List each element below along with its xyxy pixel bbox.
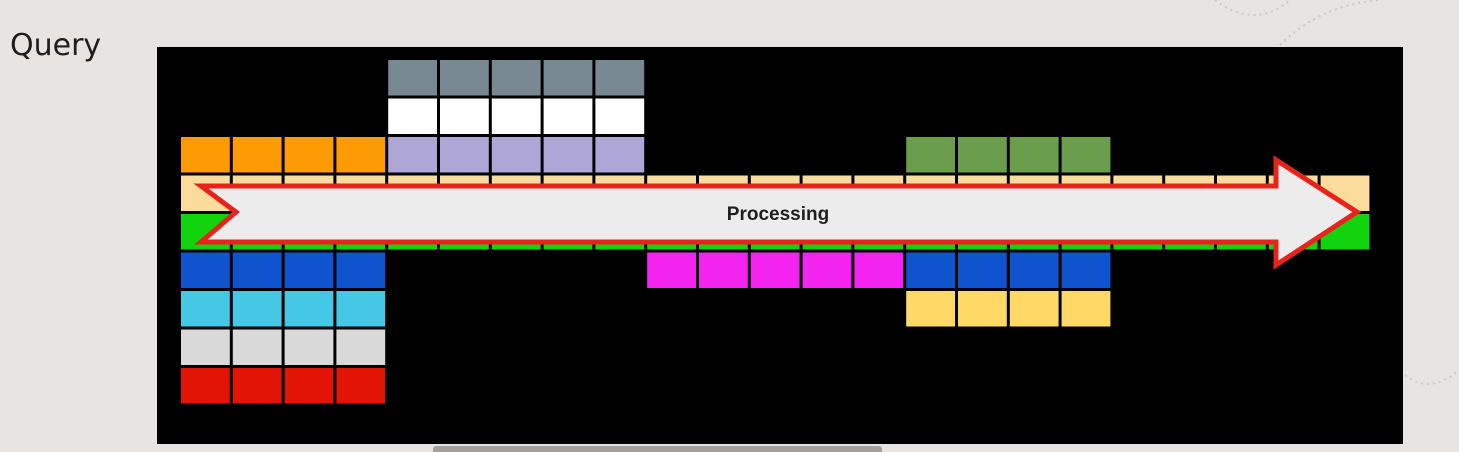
cell-lavender	[491, 137, 541, 173]
cell-slate	[388, 60, 437, 96]
cell-yellow	[906, 291, 955, 327]
cell-blue	[284, 252, 334, 288]
cell-lavender	[595, 137, 645, 173]
cell-cyan	[336, 291, 386, 327]
cell-yellow	[1061, 291, 1111, 327]
cell-cyan	[284, 291, 334, 327]
cell-orange	[232, 137, 282, 173]
cell-blue	[232, 252, 282, 288]
cell-lavender	[543, 137, 593, 173]
arrow-shape	[193, 155, 1362, 270]
processing-arrow: Processing	[193, 155, 1362, 270]
cell-lightgray	[181, 329, 230, 365]
cell-olive	[958, 137, 1007, 173]
cell-blue	[336, 252, 386, 288]
cell-blue	[181, 252, 230, 288]
cell-magenta	[750, 252, 800, 288]
cell-white	[595, 98, 645, 134]
cell-lavender	[440, 137, 489, 173]
cell-blue	[1009, 252, 1059, 288]
cell-orange	[181, 137, 230, 173]
cell-lightgray	[284, 329, 334, 365]
cell-white	[491, 98, 541, 134]
cell-orange	[284, 137, 334, 173]
cell-red	[284, 368, 334, 404]
cell-magenta	[802, 252, 852, 288]
cell-red	[232, 368, 282, 404]
cell-slate	[595, 60, 645, 96]
slide-title: Query	[10, 28, 102, 63]
cell-lavender	[388, 137, 437, 173]
cell-blue	[958, 252, 1007, 288]
cell-magenta	[647, 252, 696, 288]
cell-olive	[906, 137, 955, 173]
cell-lightgray	[232, 329, 282, 365]
cell-yellow	[958, 291, 1007, 327]
cell-white	[388, 98, 437, 134]
cell-magenta	[854, 252, 904, 288]
cell-slate	[543, 60, 593, 96]
cell-blue	[906, 252, 955, 288]
cell-white	[543, 98, 593, 134]
cell-olive	[1061, 137, 1111, 173]
cell-blue	[1061, 252, 1111, 288]
cell-red	[336, 368, 386, 404]
cell-cyan	[181, 291, 230, 327]
cell-red	[181, 368, 230, 404]
arrow-label: Processing	[727, 204, 829, 225]
cell-yellow	[1009, 291, 1059, 327]
cell-white	[440, 98, 489, 134]
decorative-dotted-pattern	[1214, 0, 1459, 385]
horizontal-scrollbar[interactable]	[433, 446, 882, 452]
cell-slate	[440, 60, 489, 96]
cell-cyan	[232, 291, 282, 327]
cell-olive	[1009, 137, 1059, 173]
cell-slate	[491, 60, 541, 96]
cell-magenta	[699, 252, 748, 288]
cell-orange	[336, 137, 386, 173]
cell-lightgray	[336, 329, 386, 365]
